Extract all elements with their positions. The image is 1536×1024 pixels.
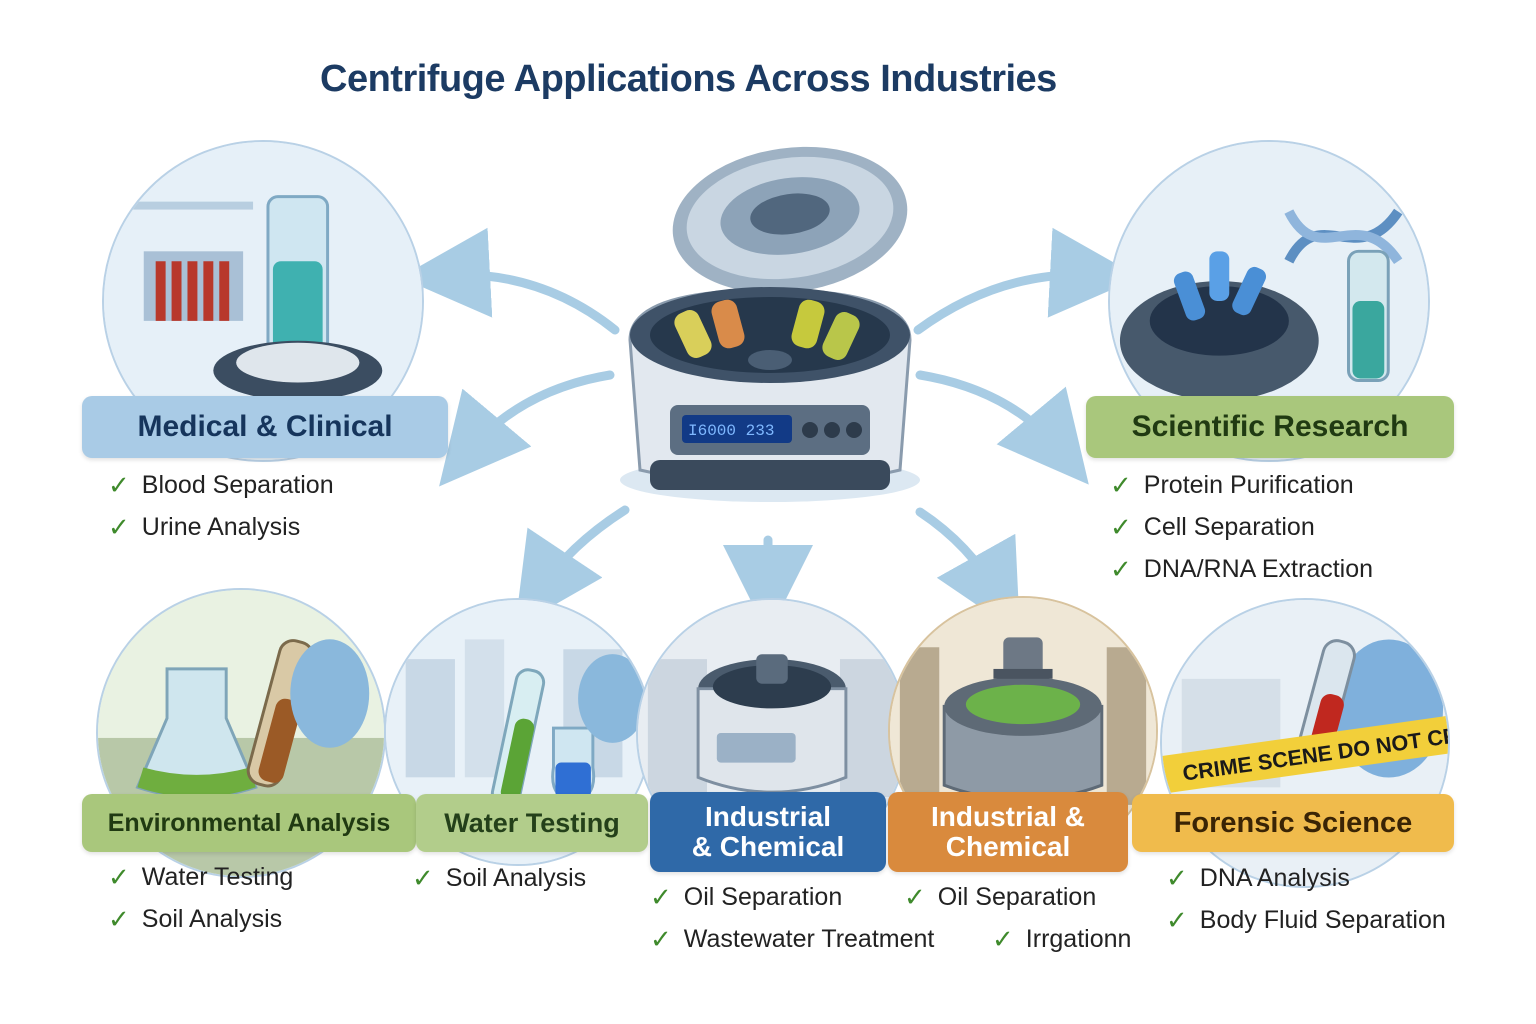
check-icon: ✓ — [412, 862, 434, 893]
arrow-to-water — [515, 505, 630, 628]
industrial-chemical-label: Industrial & Chemical — [888, 792, 1128, 872]
list-item: ✓Cell Separation — [1110, 511, 1315, 542]
list-item: ✓Soil Analysis — [108, 903, 283, 934]
medical-label: Medical & Clinical — [82, 396, 448, 458]
industrial-chemical-items: ✓Oil Separation ✓Irrgationn — [904, 876, 1131, 960]
check-icon: ✓ — [650, 881, 672, 912]
centrifuge-illustration: I6000 233 — [620, 146, 920, 502]
water-label: Water Testing — [416, 794, 648, 852]
check-icon: ✓ — [108, 903, 130, 934]
industrial-chemical-label-line1: Industrial & — [930, 801, 1085, 832]
list-item: ✓Body Fluid Separation — [1166, 904, 1446, 935]
industrial-label-line2: & Chemical — [691, 831, 845, 862]
list-item: ✓Wastewater Treatment — [650, 923, 935, 954]
list-item: ✓Protein Purification — [1110, 469, 1354, 500]
check-icon: ✓ — [1110, 511, 1132, 542]
environmental-items: ✓Water Testing ✓Soil Analysis — [108, 856, 293, 940]
list-item: ✓Oil Separation — [650, 881, 843, 912]
arrow-to-medical — [400, 227, 620, 335]
research-label: Scientific Research — [1086, 396, 1454, 458]
check-icon: ✓ — [108, 511, 130, 542]
check-icon: ✓ — [108, 861, 130, 892]
list-item: ✓Oil Separation — [904, 881, 1097, 912]
forensic-items: ✓DNA Analysis ✓Body Fluid Separation — [1166, 857, 1446, 941]
industrial-chemical-label-line2: Chemical — [945, 831, 1071, 862]
check-icon: ✓ — [1166, 904, 1188, 935]
arrow-to-research-lower — [915, 370, 1089, 485]
forensic-label: Forensic Science — [1132, 794, 1454, 852]
list-item: ✓DNA Analysis — [1166, 862, 1350, 893]
check-icon: ✓ — [650, 923, 672, 954]
arrow-to-medical-lower — [439, 370, 615, 487]
research-items: ✓Protein Purification ✓Cell Separation ✓… — [1110, 464, 1373, 590]
industrial-items: ✓Oil Separation ✓Wastewater Treatment — [650, 876, 934, 960]
industrial-label: Industrial & Chemical — [650, 792, 886, 872]
list-item: ✓Blood Separation — [108, 469, 334, 500]
display-readout: I6000 233 — [688, 422, 774, 440]
list-item: ✓Irrgationn — [992, 923, 1132, 954]
page-title: Centrifuge Applications Across Industrie… — [320, 58, 1057, 100]
water-items: ✓Soil Analysis — [412, 857, 586, 899]
list-item: ✓Water Testing — [108, 861, 294, 892]
check-icon: ✓ — [1110, 469, 1132, 500]
check-icon: ✓ — [1110, 553, 1132, 584]
environmental-label: Environmental Analysis — [82, 794, 416, 852]
list-item: ✓Soil Analysis — [412, 862, 587, 893]
check-icon: ✓ — [1166, 862, 1188, 893]
check-icon: ✓ — [992, 923, 1014, 954]
medical-items: ✓Blood Separation ✓Urine Analysis — [108, 464, 334, 548]
check-icon: ✓ — [904, 881, 926, 912]
arrow-to-research — [913, 227, 1140, 335]
arrow-to-industrial-chemical — [915, 507, 1020, 635]
industrial-label-line1: Industrial — [704, 801, 831, 832]
check-icon: ✓ — [108, 469, 130, 500]
list-item: ✓Urine Analysis — [108, 511, 301, 542]
list-item: ✓DNA/RNA Extraction — [1110, 553, 1374, 584]
